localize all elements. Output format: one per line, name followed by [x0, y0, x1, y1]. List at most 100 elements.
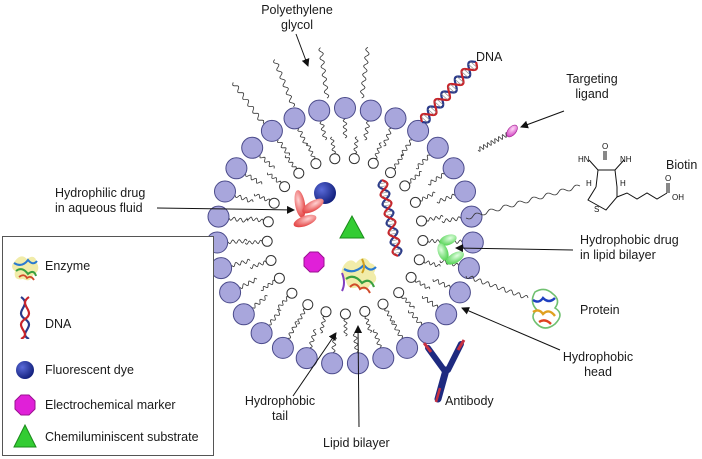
legend-box: Enzyme DNA Fluorescent dye Electrochemic…	[2, 236, 214, 456]
lipid-tail	[228, 216, 249, 223]
lipid-tail	[297, 308, 306, 325]
legend-item-chemiluminescent-substrate: Chemiluminiscent substrate	[3, 419, 213, 459]
dna-icon	[19, 296, 31, 339]
lipid-tail	[414, 280, 431, 290]
lipid-tail	[246, 216, 264, 223]
lipid-tail	[415, 154, 430, 170]
lipid-tail	[245, 174, 263, 185]
lipid-tail	[319, 316, 326, 334]
electrochemical-marker-icon	[14, 394, 36, 416]
legend-label: Fluorescent dye	[45, 363, 134, 377]
aqueous-core	[293, 182, 377, 294]
lipid-inner-head	[302, 299, 314, 311]
lipid-outer-head	[260, 119, 283, 142]
lipid-tail	[353, 136, 359, 154]
biotin-label: Biotin	[666, 158, 698, 172]
lipid-inner-head	[293, 167, 305, 179]
peg-label-line: Polyethylene	[261, 3, 333, 17]
lipid-outer-head	[457, 257, 480, 280]
legend-item-fluorescent-dye: Fluorescent dye	[3, 353, 213, 393]
lipid-outer-head	[359, 99, 382, 122]
tether-chain	[477, 132, 509, 152]
lipid-outer-head	[225, 157, 248, 180]
tail-label-line: Hydrophobic	[244, 394, 316, 408]
peg-label: Polyethylene glycol	[252, 3, 342, 33]
chemiluminescent-substrate-particle	[339, 214, 365, 239]
peg-label-line: glycol	[281, 18, 313, 32]
lipid-tail	[260, 279, 276, 291]
head-label-line: Hydrophobic	[562, 350, 634, 364]
head-label-line: head	[584, 365, 612, 379]
antibody-label: Antibody	[445, 394, 494, 408]
lipid-inner-head	[377, 298, 389, 310]
protein-particle	[531, 288, 561, 329]
hydrophilic-label-line: Hydrophilic drug	[55, 186, 146, 200]
lipid-tail	[393, 154, 404, 170]
lipid-inner-head	[310, 158, 322, 170]
legend-label: Chemiluminiscent substrate	[45, 430, 199, 444]
targeting-ligand-label: Targeting ligand	[550, 72, 634, 102]
biotin-atom: H	[620, 179, 626, 188]
lipid-outer-head	[241, 136, 264, 159]
lipid-outer-head	[214, 180, 236, 203]
fluorescent-dye-particle	[314, 182, 336, 204]
lipid-inner-head	[393, 287, 405, 299]
lipid-inner-head	[359, 305, 371, 317]
lipid-tail	[408, 170, 422, 184]
tail-label-line: tail	[272, 409, 288, 423]
tether-chain	[465, 184, 581, 220]
lipid-tail	[401, 296, 415, 309]
lipid-inner-head	[399, 180, 411, 192]
dna-label: DNA	[476, 50, 503, 64]
lipid-outer-head	[334, 97, 356, 119]
hydrophilic-drug-particles	[293, 190, 324, 228]
lipid-inner-head	[385, 167, 396, 179]
legend-item-dna: DNA	[3, 296, 213, 339]
lipid-outer-head	[283, 107, 306, 130]
lipid-tail	[277, 139, 290, 156]
lipid-inner-head	[413, 254, 425, 266]
hydrophobic-drug-label: Hydrophobic drug in lipid bilayer	[580, 233, 679, 263]
targeting-label-line: ligand	[575, 87, 609, 101]
hydrophobic-drug-particles	[437, 234, 465, 265]
lipid-tail	[352, 333, 359, 353]
lipid-tail	[363, 121, 370, 141]
lipid-tail	[383, 128, 392, 147]
lipid-tail	[268, 309, 282, 326]
lipid-outer-head	[396, 336, 419, 359]
legend-item-electrochemical-marker: Electrochemical marker	[3, 387, 213, 427]
dna-helix	[419, 60, 479, 124]
lipid-outer-head	[308, 99, 331, 122]
lipid-tail	[309, 329, 317, 348]
lipid-tail	[372, 329, 382, 348]
hydrophobic-tail-label: Hydrophobic tail	[240, 394, 320, 424]
lipid-outer-head	[460, 205, 483, 228]
peg-chain	[360, 47, 370, 99]
peg-chain	[318, 47, 330, 99]
lipid-inner-head	[416, 215, 427, 227]
tether-chain	[465, 275, 529, 299]
lipid-inner-head	[262, 216, 274, 228]
lipid-outer-head	[417, 322, 440, 345]
lipid-tail	[421, 295, 439, 308]
lipid-outer-head	[442, 157, 465, 180]
lipid-outer-head	[448, 281, 471, 304]
lipid-tail	[384, 308, 395, 324]
lipid-inner-head	[348, 153, 360, 165]
lipid-tail	[306, 142, 316, 160]
hydrophobic-head-label: Hydrophobic head	[556, 350, 640, 380]
lipid-inner-head	[286, 287, 298, 299]
lipid-tail	[426, 214, 444, 222]
lipid-inner-head	[265, 255, 277, 266]
biotin-atom: S	[594, 205, 599, 214]
lipid-outer-head	[372, 347, 395, 370]
lipid-outer-head	[321, 352, 344, 375]
hydrophilic-drug-label: Hydrophilic drug in aqueous fluid	[55, 186, 145, 216]
chemiluminescent-substrate-icon	[13, 423, 37, 448]
lipid-tail	[244, 239, 263, 245]
lipid-inner-head	[268, 197, 280, 209]
lipid-inner-head	[273, 272, 285, 284]
lipid-tail	[374, 142, 382, 160]
lipid-tail	[407, 310, 423, 325]
